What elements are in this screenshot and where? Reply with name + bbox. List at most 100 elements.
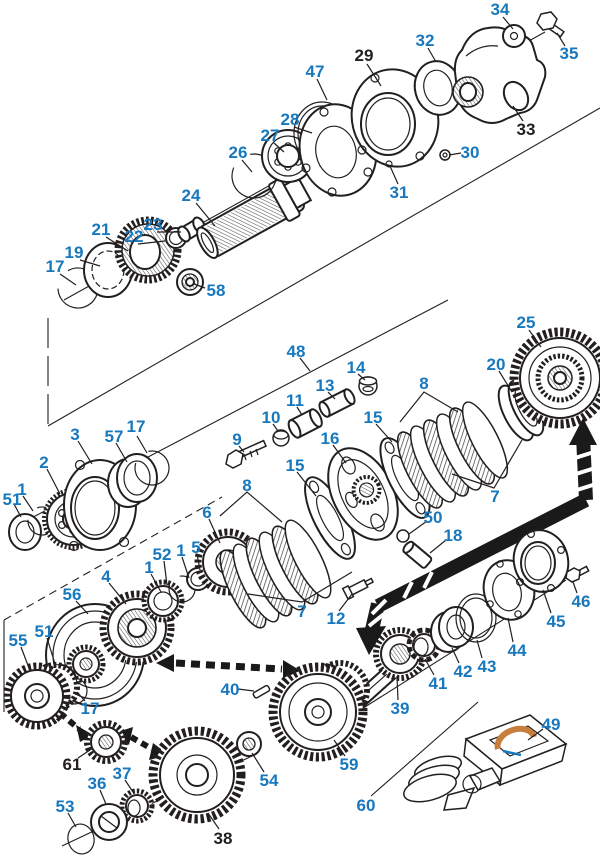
part-42-bushing: [430, 606, 474, 653]
callout-15-front: 15: [286, 456, 305, 475]
callout-36: 36: [88, 774, 107, 793]
callout-57: 57: [105, 427, 124, 446]
callout-4: 4: [101, 567, 111, 586]
callout-1-c: 1: [176, 541, 185, 560]
callout-7-front: 7: [297, 602, 306, 621]
callout-35: 35: [560, 44, 579, 63]
callout-54: 54: [260, 771, 279, 790]
part-17-snap-ring-mid: [134, 450, 170, 486]
callout-58: 58: [207, 281, 226, 300]
callout-11: 11: [286, 391, 304, 410]
callout-45: 45: [547, 612, 566, 631]
part-9-bolt: [225, 439, 268, 469]
clutch-pack-front: [219, 519, 332, 629]
callout-1-a: 1: [17, 480, 26, 499]
callout-42: 42: [454, 662, 473, 681]
part-54-washer: [236, 731, 262, 757]
callout-26: 26: [229, 143, 248, 162]
clutch-pack-rear: [396, 401, 509, 509]
callout-17: 17: [46, 257, 65, 276]
callout-5: 5: [191, 538, 200, 557]
callout-22: 22: [125, 227, 144, 246]
callout-52: 52: [153, 545, 172, 564]
part-10-nut: [272, 429, 290, 447]
callout-3: 3: [70, 425, 79, 444]
callout-1-b: 1: [144, 558, 153, 577]
callout-30: 30: [461, 143, 480, 162]
part-37-bearing: [119, 788, 155, 824]
mesh-arrow-cluster-gear: [156, 654, 301, 678]
callout-61: 61: [63, 755, 82, 774]
part-49-seal-kit: [403, 714, 568, 811]
callout-13: 13: [316, 376, 335, 395]
mesh-arrow-main: [356, 418, 597, 655]
part-58-seal: [176, 268, 204, 296]
callout-28: 28: [281, 110, 300, 129]
leader-lines: [13, 16, 578, 830]
callout-55: 55: [9, 631, 28, 650]
callout-8-rear: 8: [419, 374, 428, 393]
callout-50: 50: [424, 508, 443, 527]
callout-34: 34: [491, 0, 510, 19]
callout-14: 14: [347, 358, 366, 377]
part-50-ball: [396, 529, 410, 543]
callout-27: 27: [261, 126, 280, 145]
callout-43: 43: [478, 657, 497, 676]
callout-9: 9: [232, 430, 241, 449]
callout-47: 47: [306, 62, 325, 81]
callout-46: 46: [572, 592, 591, 611]
part-34-washer: [502, 24, 526, 48]
callout-32: 32: [416, 31, 435, 50]
part-14-plug: [358, 376, 378, 396]
callout-39: 39: [391, 699, 410, 718]
callout-2: 2: [39, 453, 48, 472]
callout-48: 48: [287, 342, 306, 361]
callout-38: 38: [214, 829, 233, 848]
part-30-nut: [439, 149, 451, 161]
part-53-o-ring: [67, 823, 95, 855]
part-18-roller-pin: [402, 540, 433, 569]
callout-18: 18: [444, 526, 463, 545]
part-21-bearing-cone: [114, 216, 182, 284]
callout-56: 56: [63, 585, 82, 604]
part-38-gear: [148, 726, 246, 824]
callout-21: 21: [92, 220, 111, 239]
callout-40: 40: [221, 680, 240, 699]
part-40-pin: [252, 684, 271, 699]
part-25-gear: [509, 327, 600, 429]
part-46-bolt: [565, 565, 590, 583]
callout-8-front: 8: [242, 476, 251, 495]
part-43-ring: [455, 593, 497, 643]
callout-25: 25: [517, 313, 536, 332]
part-57-oil-slinger: [107, 453, 158, 508]
part-33-yoke: [452, 26, 547, 124]
part-51-bearing-front: [8, 513, 42, 551]
callout-7-rear: 7: [490, 487, 499, 506]
part-13-pin: [318, 388, 356, 418]
callout-24: 24: [182, 186, 201, 205]
callout-29: 29: [355, 46, 374, 65]
callout-51-a: 51: [3, 490, 22, 509]
part-36-spacer: [90, 803, 128, 841]
callout-19: 19: [65, 243, 84, 262]
callout-17-rear: 17: [81, 699, 100, 718]
callout-33: 33: [517, 120, 536, 139]
part-59-gear: [268, 660, 370, 762]
callout-16: 16: [321, 429, 340, 448]
callout-6: 6: [202, 503, 211, 522]
callout-31: 31: [390, 183, 409, 202]
callout-44: 44: [508, 641, 527, 660]
callout-51-b: 51: [35, 622, 54, 641]
part-45-retainer: [512, 529, 570, 593]
callout-53: 53: [56, 797, 75, 816]
part-55-gear: [3, 662, 80, 730]
part-35-bolt: [536, 11, 565, 38]
callout-15-rear: 15: [364, 408, 383, 427]
callout-60: 60: [357, 796, 376, 815]
part-52-synchro-ring: [141, 579, 185, 623]
callout-20: 20: [487, 355, 506, 374]
part-61-reverse-idler: [84, 720, 128, 764]
part-24-input-shaft: [196, 176, 313, 259]
